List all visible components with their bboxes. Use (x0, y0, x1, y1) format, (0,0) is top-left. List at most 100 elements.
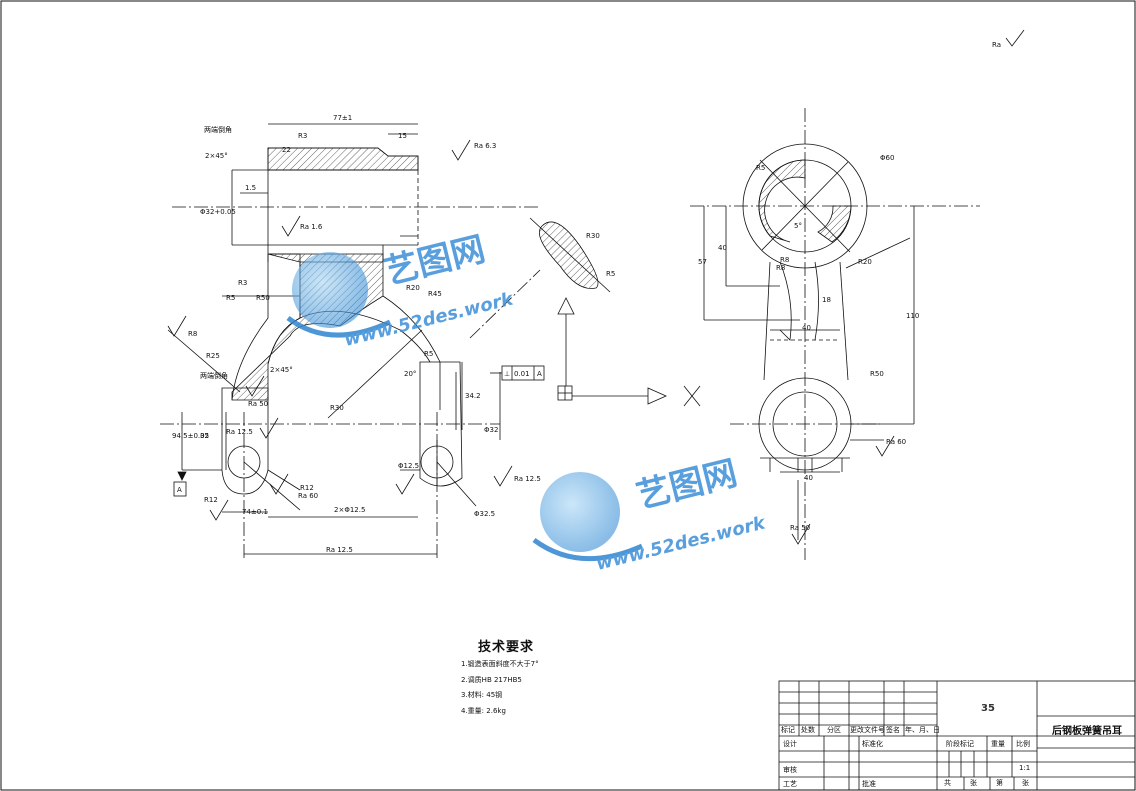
technical-requirements-heading: 技术要求 (478, 640, 535, 655)
technical-requirement-3: 3.材料: 45钢 (461, 691, 503, 699)
projection-arrows (557, 297, 701, 407)
svg-text:Ra 60: Ra 60 (886, 438, 906, 446)
part-name: 后钢板弹簧吊耳 (1052, 726, 1122, 737)
technical-requirement-2: 2.调质HB 217HB5 (461, 676, 522, 684)
svg-text:Φ60: Φ60 (880, 154, 894, 162)
svg-text:40: 40 (802, 324, 811, 332)
scale-value: 1:1 (1019, 764, 1031, 772)
svg-text:A: A (537, 370, 542, 378)
watermark-logo-1: 艺图网 www.52des.work (286, 229, 516, 351)
svg-text:R12: R12 (300, 484, 314, 492)
header-mark: 标记 (781, 726, 795, 734)
svg-text:2×Φ12.5: 2×Φ12.5 (334, 506, 365, 514)
svg-text:R3: R3 (238, 279, 247, 287)
svg-text:34.2: 34.2 (465, 392, 481, 400)
svg-text:www.52des.work: www.52des.work (594, 512, 768, 575)
svg-text:2×45°: 2×45° (270, 366, 293, 374)
svg-text:Φ32+0.05: Φ32+0.05 (200, 208, 236, 216)
header-zone: 分区 (827, 726, 841, 734)
svg-text:57: 57 (698, 258, 707, 266)
right-view (690, 108, 980, 560)
svg-text:R30: R30 (586, 232, 600, 240)
svg-text:110: 110 (906, 312, 919, 320)
svg-text:Φ32.5: Φ32.5 (474, 510, 495, 518)
technical-requirement-1: 1.锻造表面斜度不大于7° (461, 660, 539, 668)
svg-text:艺图网: 艺图网 (633, 453, 742, 516)
svg-text:0.01: 0.01 (514, 370, 530, 378)
svg-text:Φ12.5: Φ12.5 (398, 462, 419, 470)
weight-label: 重量 (991, 740, 1005, 748)
header-change-doc: 更改文件号 (850, 726, 885, 734)
svg-text:R12: R12 (204, 496, 218, 504)
svg-text:R5: R5 (756, 164, 765, 172)
header-signature: 签名 (886, 726, 900, 734)
svg-text:R5: R5 (424, 350, 433, 358)
svg-text:15: 15 (398, 132, 407, 140)
svg-text:20°: 20° (404, 370, 416, 378)
row-process: 工艺 (783, 780, 797, 788)
svg-text:22: 22 (282, 146, 291, 154)
svg-text:R5: R5 (606, 270, 615, 278)
svg-text:R30: R30 (330, 404, 344, 412)
row-approve: 批准 (862, 780, 876, 788)
tolerance-frame (490, 365, 545, 381)
material-label: 35 (981, 703, 995, 714)
row-design: 设计 (783, 740, 797, 748)
svg-text:32: 32 (200, 432, 209, 440)
svg-text:R5: R5 (226, 294, 235, 302)
svg-text:Ra 50: Ra 50 (248, 400, 268, 408)
svg-text:⊥: ⊥ (504, 370, 510, 378)
scale-label: 比例 (1016, 740, 1030, 748)
svg-text:两端倒角: 两端倒角 (204, 125, 232, 134)
svg-text:18: 18 (822, 296, 831, 304)
svg-text:R20: R20 (406, 284, 420, 292)
svg-text:R8: R8 (780, 256, 789, 264)
svg-text:40: 40 (718, 244, 727, 252)
row-standard: 标准化 (862, 740, 883, 748)
svg-text:两端倒角: 两端倒角 (200, 371, 228, 380)
svg-text:5°: 5° (794, 222, 802, 230)
technical-requirement-4: 4.重量: 2.6kg (461, 707, 506, 715)
svg-text:R50: R50 (870, 370, 884, 378)
svg-text:Ra 60: Ra 60 (298, 492, 318, 500)
title-block (778, 680, 1136, 791)
svg-text:Ra: Ra (992, 41, 1001, 49)
svg-text:2×45°: 2×45° (205, 152, 228, 160)
svg-text:Φ32: Φ32 (484, 426, 498, 434)
svg-text:R45: R45 (428, 290, 442, 298)
header-count: 处数 (801, 726, 815, 734)
removed-section-view (529, 217, 611, 293)
sheet-no-unit: 张 (1022, 779, 1029, 787)
svg-text:Ra 6.3: Ra 6.3 (474, 142, 496, 150)
svg-text:R8: R8 (188, 330, 197, 338)
general-roughness-mark: Ra (992, 29, 1025, 49)
svg-text:74±0.1: 74±0.1 (242, 508, 268, 516)
svg-text:R8: R8 (776, 264, 785, 272)
header-date: 年、月、日 (905, 726, 940, 734)
svg-text:艺图网: 艺图网 (381, 229, 490, 292)
svg-text:R50: R50 (256, 294, 270, 302)
watermark-logo-2: 艺图网 www.52des.work (532, 453, 768, 575)
sheet-no-label: 第 (996, 779, 1003, 787)
datum-label: A (177, 486, 182, 494)
left-view-labels: 两端倒角 77±1 15 R3 22 2×45° Ra 6.3 1.5 Φ32+… (172, 114, 541, 554)
datum-label-box (173, 471, 187, 497)
sheet-total-label: 共 (944, 779, 951, 787)
svg-text:Ra 12.5: Ra 12.5 (326, 546, 353, 554)
svg-text:R25: R25 (206, 352, 220, 360)
row-review: 审核 (783, 766, 797, 774)
right-view-labels: R5 Φ60 R8 5° 40 57 110 R20 R8 18 40 R50 … (698, 154, 919, 532)
svg-text:Ra 12.5: Ra 12.5 (226, 428, 253, 436)
stage-label: 阶段标记 (946, 740, 974, 748)
svg-text:40: 40 (804, 474, 813, 482)
svg-text:R3: R3 (298, 132, 307, 140)
svg-text:Ra 1.6: Ra 1.6 (300, 223, 323, 231)
svg-text:R20: R20 (858, 258, 872, 266)
svg-text:77±1: 77±1 (333, 114, 352, 122)
svg-text:94.5±0.05: 94.5±0.05 (172, 432, 209, 440)
svg-text:1.5: 1.5 (245, 184, 256, 192)
svg-text:Ra 50: Ra 50 (790, 524, 810, 532)
sheet-total-unit: 张 (970, 779, 977, 787)
